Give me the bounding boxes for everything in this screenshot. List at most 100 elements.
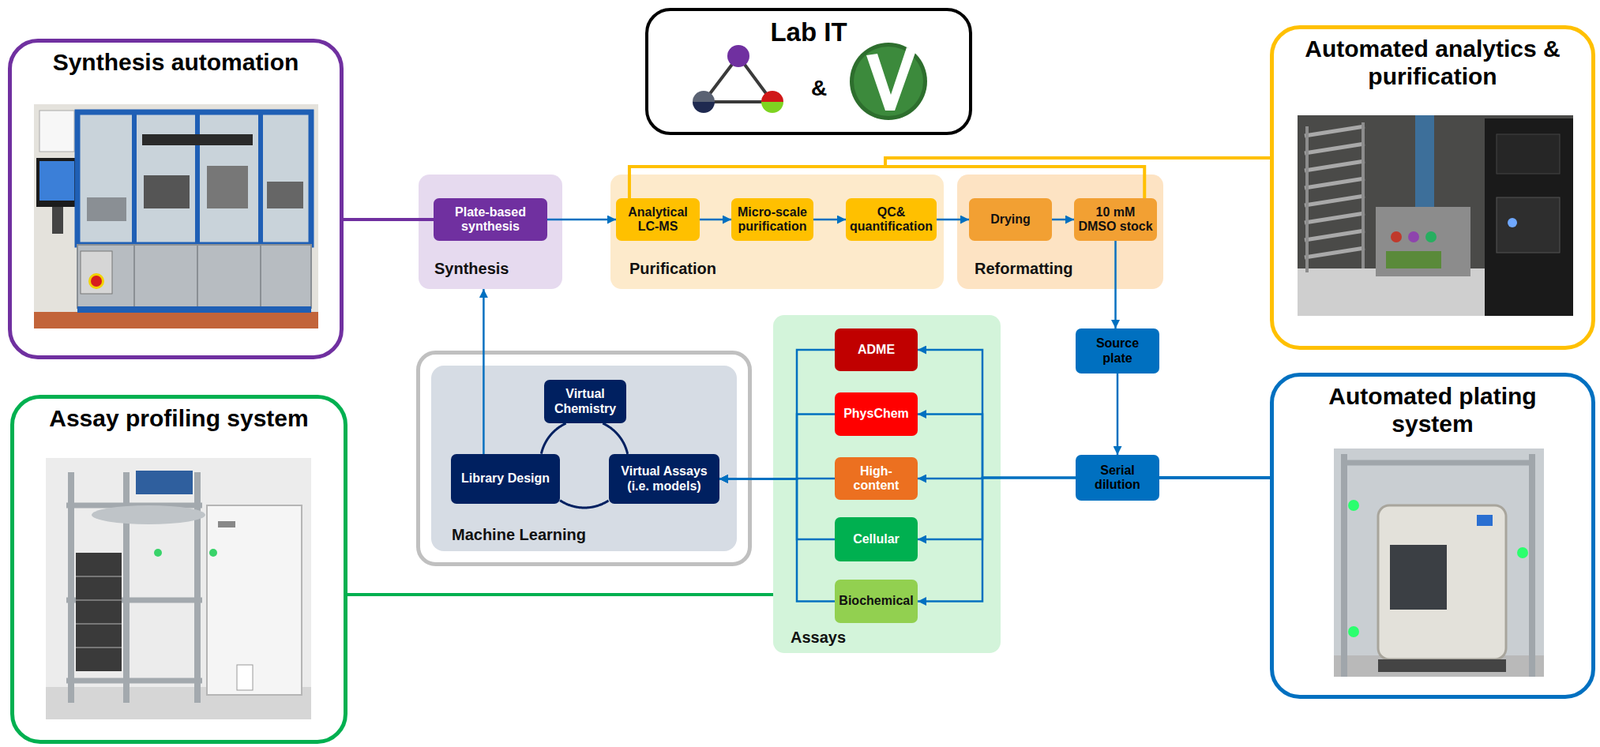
box-label: High-content [838, 464, 914, 494]
assay-profiling-photo [75, 646, 122, 649]
process-box: PhysChem [834, 392, 918, 436]
plating-system-photo [1378, 659, 1507, 673]
box-label: 10 mM DMSO stock [1077, 205, 1154, 235]
flow-arrow [1051, 218, 1075, 222]
synthesis-robot-photo [195, 112, 200, 245]
flow-arrow [719, 479, 835, 602]
box-label: PhysChem [838, 406, 914, 421]
analytics-purification-photo [1304, 213, 1365, 223]
synthesis-robot-photo [77, 306, 312, 313]
assay-profiling-photo [66, 678, 203, 684]
box-label: Analytical LC-MS [619, 205, 696, 235]
box-label: Cellular [838, 532, 914, 547]
process-box: Serial dilution [1075, 454, 1160, 501]
synthesis-robot-photo [33, 311, 319, 329]
synthesis-robot-photo [133, 244, 136, 308]
process-box: Analytical LC-MS [615, 198, 700, 241]
plating-system-photo [1333, 448, 1544, 677]
box-label: ADME [838, 342, 914, 357]
analytics-purification-photo [1390, 231, 1402, 243]
analytics-purification-photo [1297, 115, 1574, 316]
plating-system-photo [1528, 454, 1536, 677]
ml-panel-ground [431, 365, 737, 552]
plating-system-photo [1348, 499, 1360, 511]
stage-band: PurificationAnalytical LC-MSMicro-scale … [610, 174, 944, 290]
free-label: & [803, 75, 835, 102]
synthesis-robot-photo [33, 104, 319, 329]
synthesis-robot-photo [77, 112, 312, 245]
assay-profiling-photo [75, 623, 122, 625]
lab-it-triangle-logo [761, 101, 784, 113]
box-label: Virtual Chemistry [548, 386, 623, 417]
analytics-purification-photo [1375, 206, 1471, 277]
flow-arrow [719, 349, 835, 480]
analytics-purification-photo [1507, 217, 1518, 228]
photo-card: Synthesis automation [7, 38, 344, 360]
flow-arrow [936, 218, 970, 222]
flow-arrow [719, 414, 835, 480]
flow-arrow [917, 349, 1076, 478]
link-line [629, 157, 1270, 199]
analytics-purification-photo [1425, 231, 1437, 243]
stage-band-ground [957, 174, 1164, 290]
plating-system-photo [1517, 547, 1529, 559]
synthesis-robot-photo [39, 161, 75, 201]
process-box: High-content [834, 457, 918, 500]
panel-label: Machine Learning [451, 525, 586, 545]
analytics-purification-photo [1361, 122, 1365, 269]
assay-profiling-photo [91, 505, 206, 525]
lab-it-v-logo [853, 46, 924, 117]
lab-it-v-logo [849, 42, 928, 121]
box-label: Micro-scale purification [735, 205, 810, 235]
process-box: Biochemical [834, 579, 918, 624]
assay-profiling-photo [75, 552, 122, 672]
synthesis-robot-photo [142, 134, 253, 146]
analytics-purification-photo [1385, 251, 1442, 269]
process-box: Micro-scale purification [731, 198, 814, 241]
photo-card: Assay profiling system [10, 394, 348, 744]
synthesis-robot-photo [88, 273, 105, 290]
process-box: Virtual Chemistry [544, 379, 627, 424]
link-line [1159, 476, 1270, 480]
assay-profiling-photo [135, 470, 193, 495]
plating-system-photo [1476, 514, 1493, 526]
card-title: Lab IT [648, 17, 970, 48]
stage-band: SynthesisPlate-based synthesis [418, 174, 563, 290]
synthesis-robot-photo [36, 157, 78, 207]
link-line [885, 157, 1270, 199]
flow-arrow [719, 479, 835, 541]
process-box: Drying [969, 198, 1052, 241]
analytics-purification-photo [1304, 143, 1365, 154]
stage-band-ground [957, 174, 1164, 290]
process-box: Library Design [450, 454, 560, 504]
synthesis-robot-photo [196, 244, 199, 308]
analytics-purification-photo [1304, 126, 1365, 136]
card-title: Automated analytics & purification [1273, 35, 1592, 91]
plating-system-photo [1389, 544, 1447, 610]
flow-arrow [1114, 240, 1117, 329]
flow-arrow [1116, 373, 1120, 455]
plating-system-photo [1348, 626, 1360, 638]
assay-profiling-photo [209, 548, 218, 557]
ml-panel: Machine Learning Virtual ChemistryLibrary… [416, 350, 752, 567]
analytics-purification-photo [1304, 247, 1365, 258]
link-line [347, 593, 774, 597]
lab-it-triangle-logo [727, 45, 750, 68]
analytics-purification-photo [1304, 178, 1365, 188]
flow-arrow [813, 218, 846, 222]
flow-arrow [482, 289, 485, 455]
stage-band-ground [773, 315, 1001, 654]
process-box: Virtual Assays (i.e. models) [608, 454, 720, 504]
analytics-purification-photo [1496, 197, 1560, 253]
synthesis-robot-photo [266, 181, 304, 209]
assay-profiling-photo [45, 458, 312, 720]
analytics-purification-photo [1408, 231, 1420, 243]
process-box: ADME [834, 328, 918, 372]
stage-band: ReformattingDrying10 mM DMSO stock [957, 174, 1164, 290]
assay-profiling-photo [153, 548, 162, 557]
photo-card: Automated analytics & purification [1269, 25, 1596, 350]
box-label: QC& quantification [849, 205, 933, 235]
synthesis-robot-photo [52, 206, 64, 234]
card-title: Assay profiling system [14, 405, 344, 433]
stage-band-ground [610, 174, 944, 290]
